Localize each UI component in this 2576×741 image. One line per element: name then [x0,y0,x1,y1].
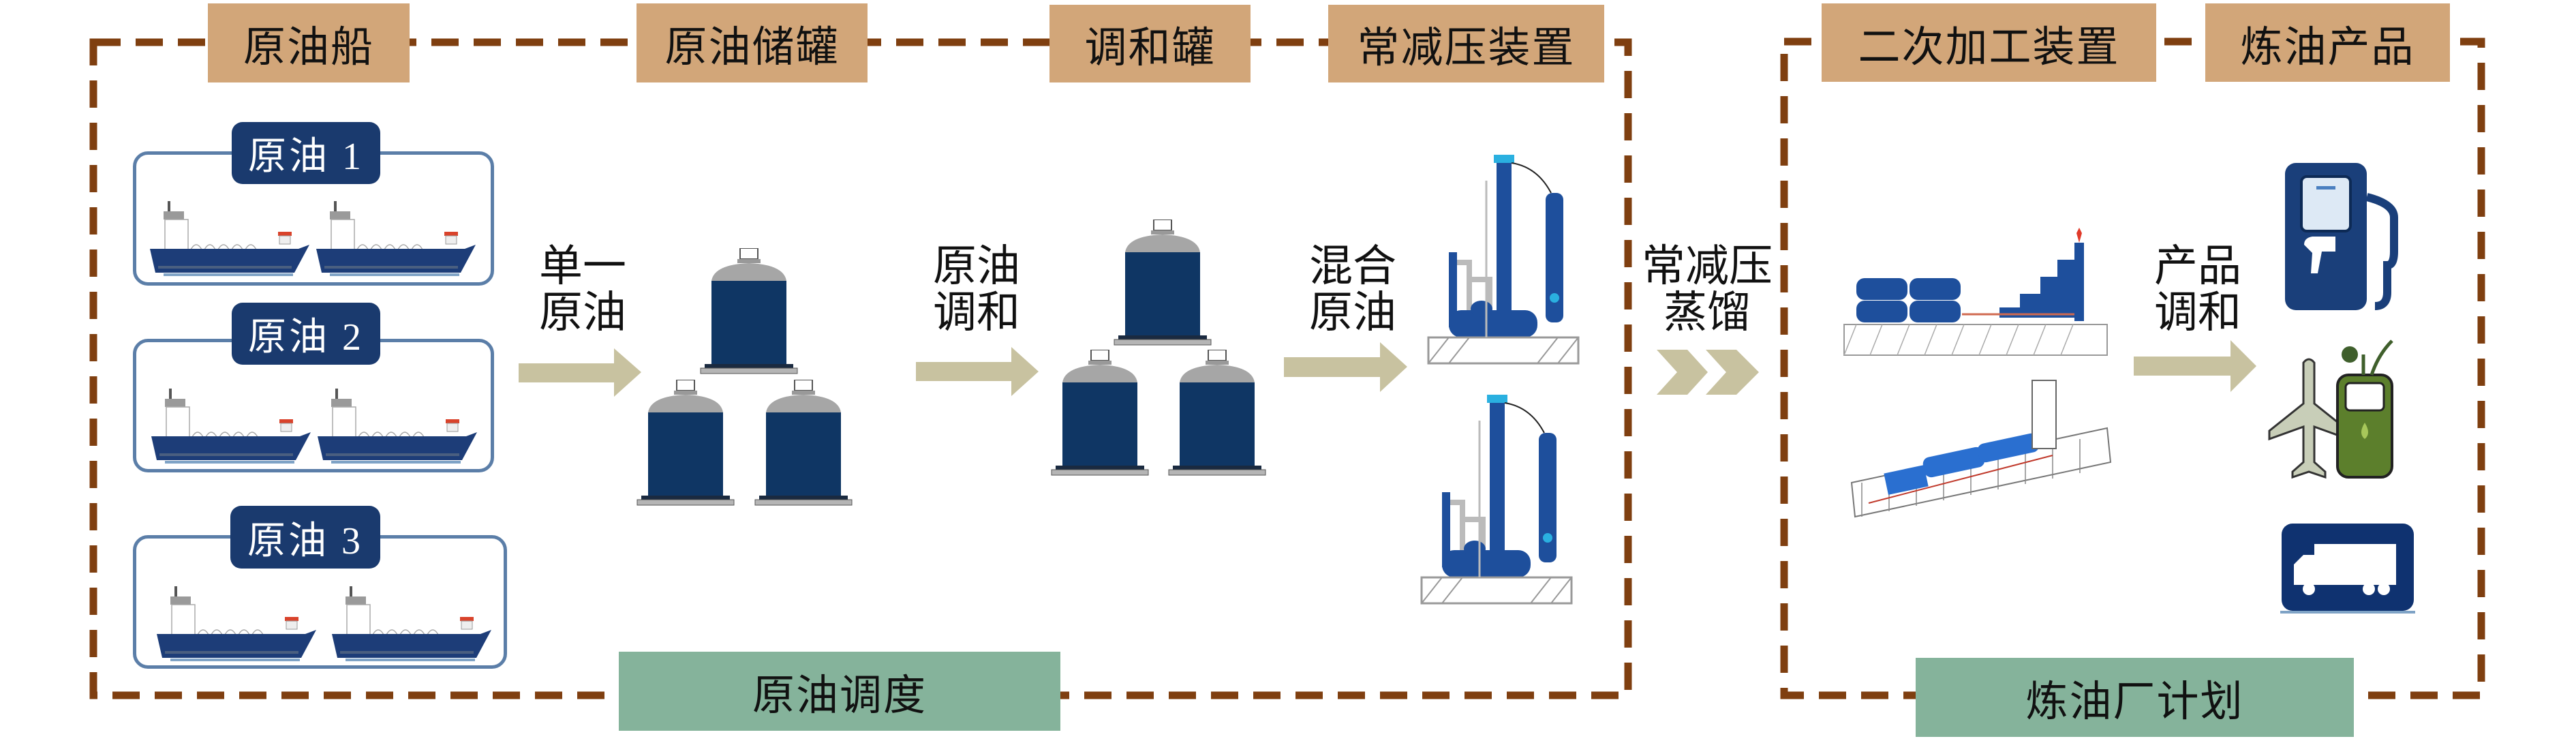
storage-tank-icon [634,380,737,506]
flow-line: 单一 [539,242,626,290]
double-chevron-icon [1657,350,1759,395]
flow-line: 常减压 [1642,242,1773,290]
flow-line: 产品 [2154,242,2241,290]
flow-label-distillation: 常减压 蒸馏 [1639,243,1775,336]
stage-label-secondary: 二次加工装置 [1822,3,2156,82]
distillation-unit-icon [1422,153,1585,365]
plan-label-crude-scheduling: 原油调度 [619,652,1060,731]
flow-line: 原油 [933,242,1020,290]
ship-group-label: 原油 2 [232,303,380,365]
aviation-biofuel-icon [2268,339,2393,479]
arrow-right-icon [519,348,641,397]
truck-tanker-icon [2280,524,2415,614]
distillation-unit-icon [1415,393,1578,605]
secondary-processing-unit-icon [1843,228,2108,356]
flow-line: 调和 [2154,288,2241,337]
flow-label-product-blend: 产品 调和 [2147,243,2249,336]
ship-icon [315,174,478,276]
stage-label-crude-tank: 原油储罐 [637,3,868,82]
flow-line: 蒸馏 [1663,288,1751,337]
arrow-right-icon [1284,342,1407,392]
flow-line: 原油 [1309,288,1396,337]
ship-group-label: 原油 1 [232,122,380,184]
ship-icon [149,174,312,276]
secondary-processing-unit-icon [1850,380,2112,518]
flow-label-mixed-crude: 混合 原油 [1302,243,1404,336]
storage-tank-icon [752,380,855,506]
ship-icon [155,559,319,661]
ship-group-label: 原油 3 [230,506,380,569]
ship-icon [150,361,313,464]
flow-label-single-crude: 单一 原油 [532,243,634,336]
stage-label-products: 炼油产品 [2205,3,2450,82]
fuel-pump-icon [2285,163,2398,310]
storage-tank-icon [698,248,800,374]
flow-label-crude-blend: 原油 调和 [925,243,1028,336]
arrow-right-icon [2134,340,2256,392]
stage-label-crude-ship: 原油船 [208,3,410,82]
stage-label-blend-tank: 调和罐 [1049,5,1251,82]
ship-icon [316,361,480,464]
flow-line: 原油 [539,288,626,337]
arrow-right-icon [916,347,1039,396]
blend-tank-icon [1111,220,1214,346]
ship-icon [331,559,494,661]
stage-label-cdu: 常减压装置 [1328,5,1604,82]
flow-line: 混合 [1309,242,1396,290]
plan-label-refinery-planning: 炼油厂计划 [1916,658,2354,737]
ship-group-2 [133,339,494,472]
blend-tank-icon [1166,350,1268,476]
blend-tank-icon [1049,350,1151,476]
flow-line: 调和 [933,288,1020,337]
